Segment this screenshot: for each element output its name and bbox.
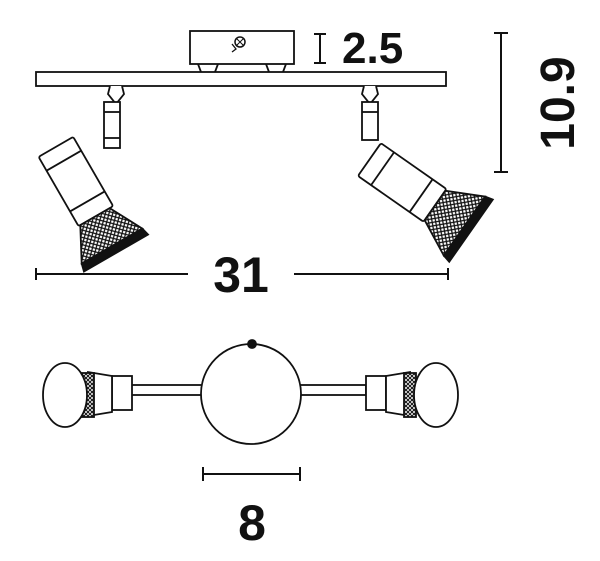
mounting-bar-side — [35, 71, 447, 87]
total-width-dimension — [35, 268, 449, 280]
top-view — [42, 339, 459, 445]
canopy-diameter-label: 8 — [238, 495, 266, 551]
canopy-diameter-dimension — [202, 467, 301, 481]
total-height-label: 10.9 — [532, 56, 585, 149]
canopy-side — [189, 30, 295, 65]
right-spot-side — [357, 85, 495, 264]
canopy-height-dimension — [314, 33, 326, 64]
canopy-height-label: 2.5 — [342, 24, 403, 73]
left-spot-side — [38, 85, 150, 273]
side-view — [35, 30, 495, 273]
left-spot-top — [42, 362, 133, 428]
total-height-dimension — [494, 32, 508, 173]
canopy-top — [200, 343, 302, 445]
total-width-label: 31 — [213, 247, 269, 303]
right-spot-top — [365, 362, 459, 428]
